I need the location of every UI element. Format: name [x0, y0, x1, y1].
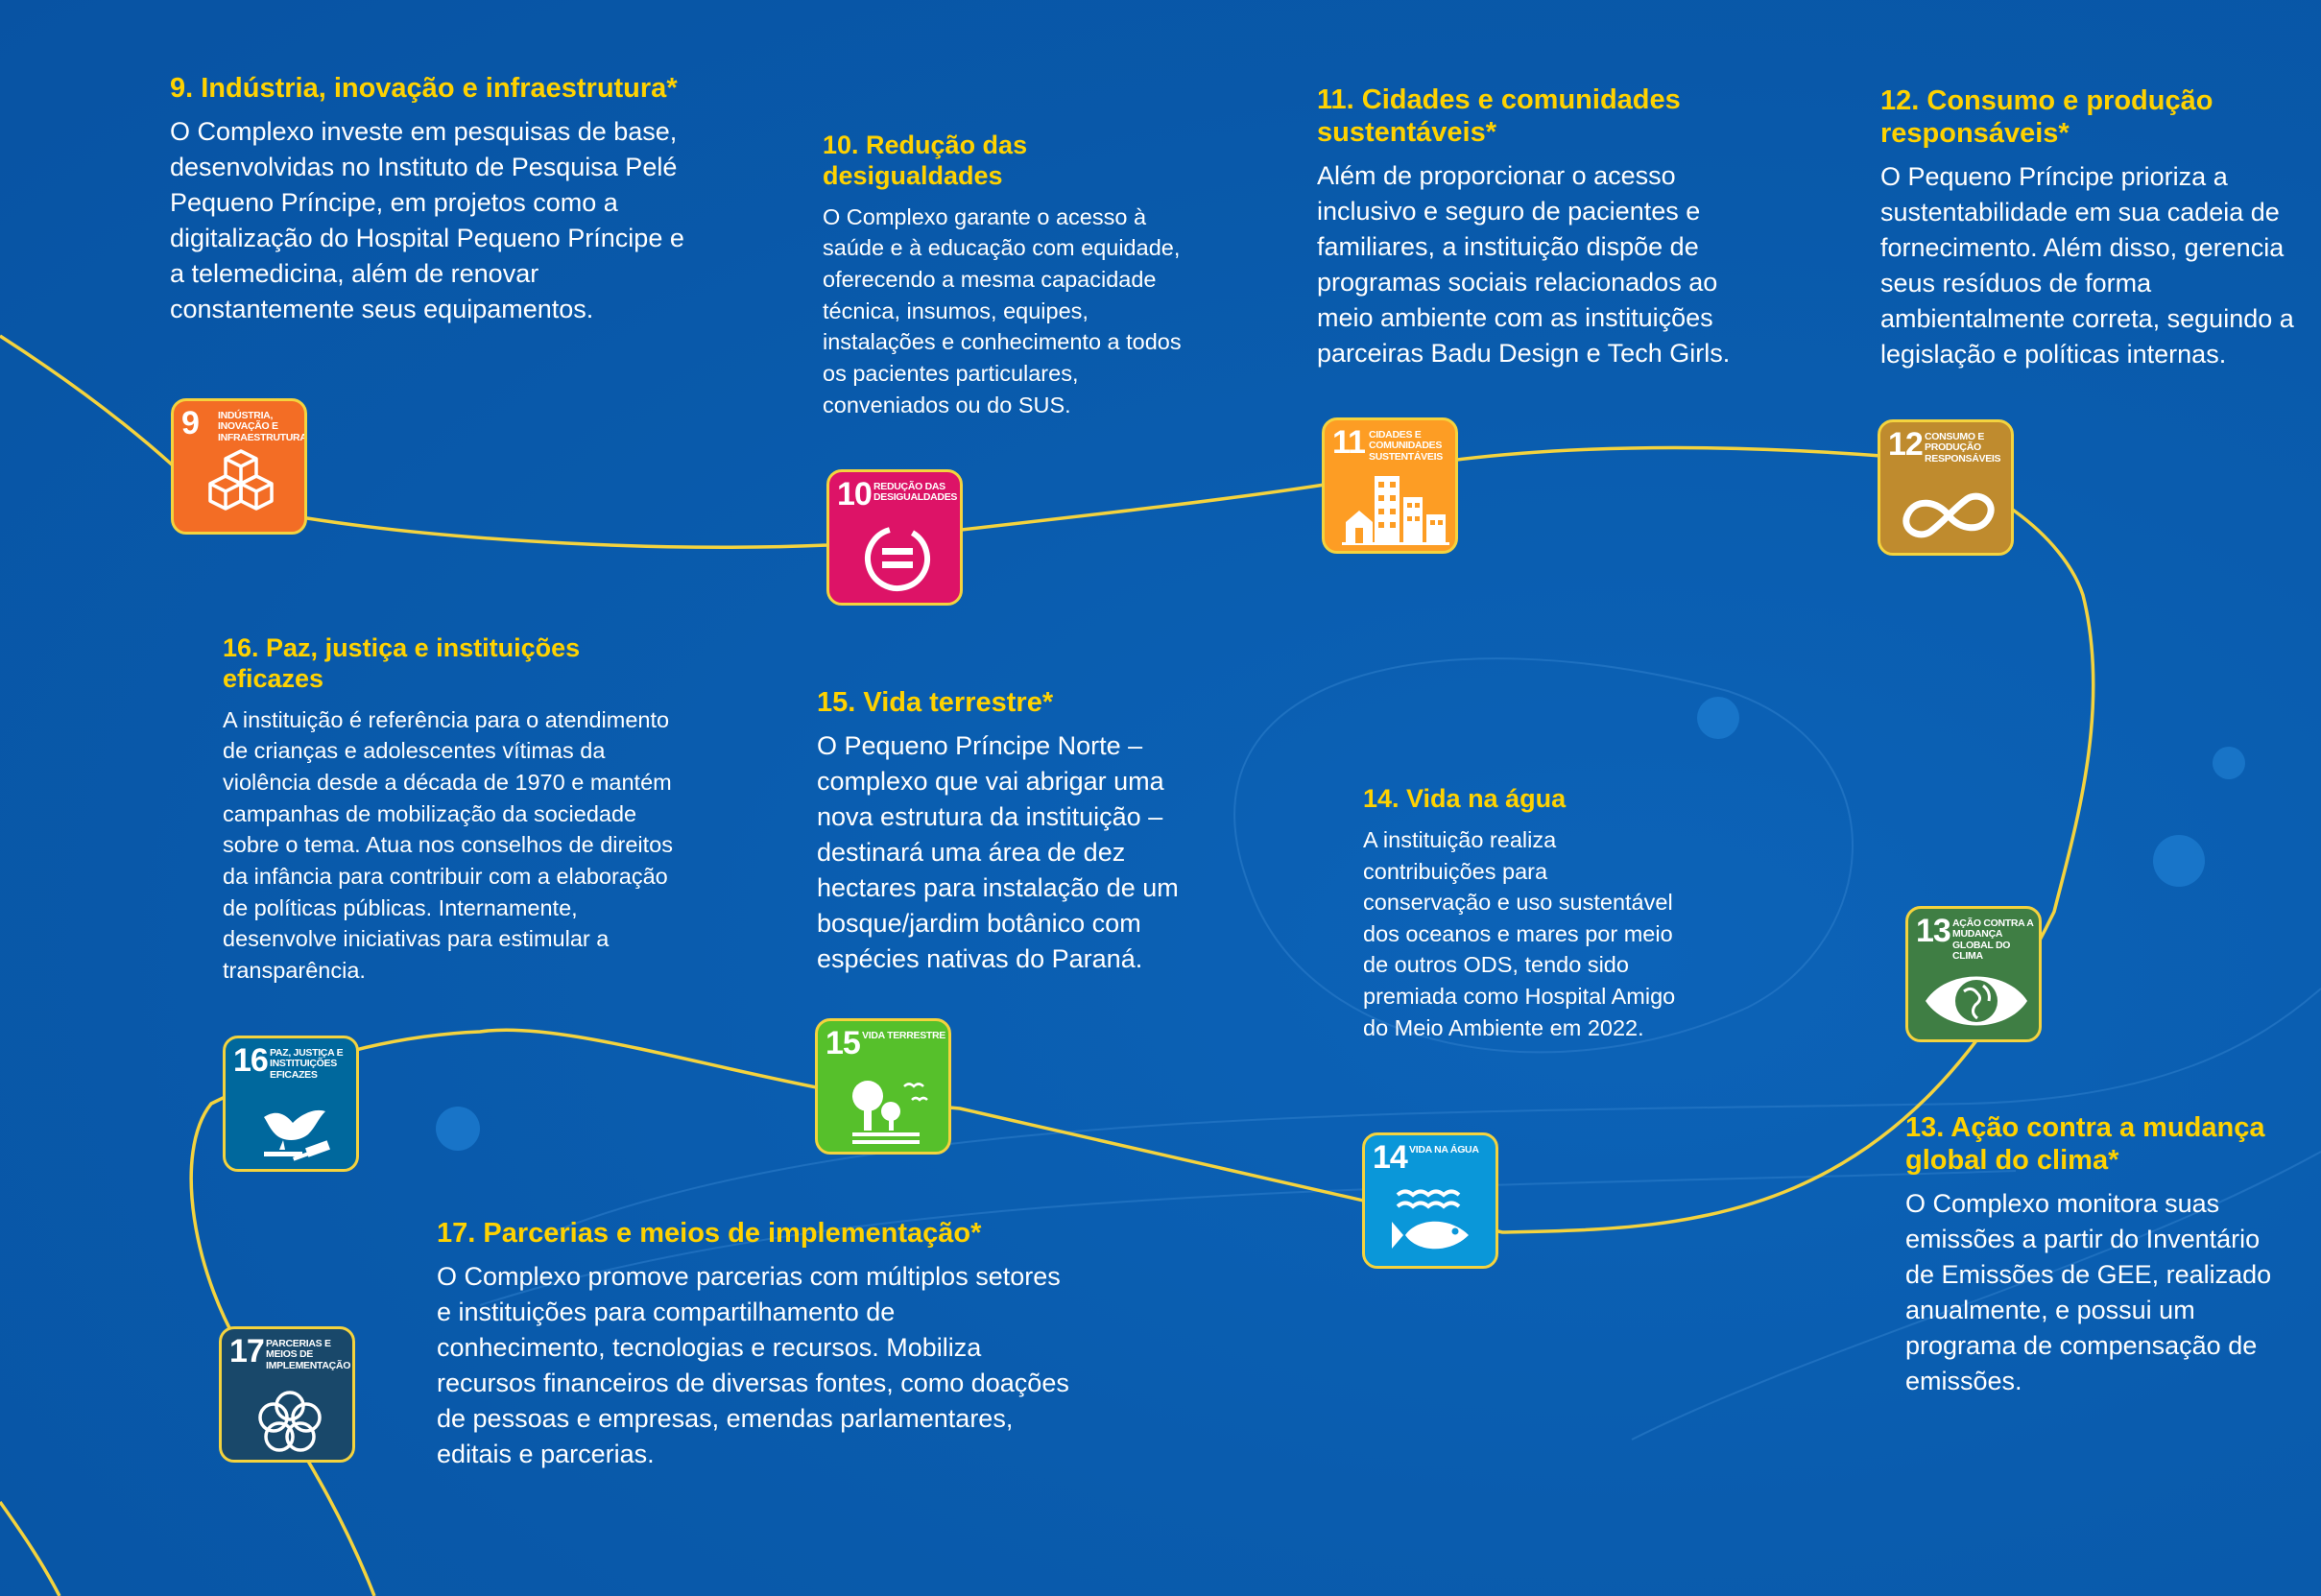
sdg-9-label: Indústria, inovação e infraestrutura [218, 410, 307, 443]
sdg-13-tile: 13 Ação contra a mudança global do clima [1905, 906, 2042, 1042]
sdg-15-tile: 15 Vida terrestre [815, 1018, 951, 1155]
goal-12-body: O Pequeno Príncipe prioriza a sustentabi… [1880, 162, 2294, 369]
goal-11-body: Além de proporcionar o acesso inclusivo … [1317, 161, 1731, 369]
sdg-14-tile: 14 Vida na água [1362, 1132, 1498, 1269]
sdg-16-tile: 16 Paz, justiça e instituições eficazes [223, 1036, 359, 1172]
sdg-11-number: 11 [1332, 424, 1366, 461]
cubes-icon [208, 449, 274, 511]
sdg-17-number: 17 [229, 1333, 265, 1370]
goal-10-body: O Complexo garante o acesso à saúde e à … [823, 203, 1182, 417]
goal-16-text: 16. Paz, justiça e instituições eficazes… [223, 633, 683, 987]
goal-9-text: 9. Indústria, inovação e infraestrutura*… [170, 72, 693, 327]
goal-12-heading: 12. Consumo e produção responsáveis* [1880, 85, 2213, 150]
goal-17-body: O Complexo promove parcerias com múltipl… [437, 1262, 1069, 1469]
rings-icon [258, 1391, 322, 1452]
sdg-14-label: Vida na água [1409, 1144, 1479, 1155]
goal-16-heading: 16. Paz, justiça e instituições eficazes [223, 633, 581, 693]
sdg-12-tile: 12 Consumo e produção responsáveis [1878, 419, 2014, 556]
goal-13-text: 13. Ação contra a mudança global do clim… [1905, 1111, 2280, 1399]
sdg-11-tile: 11 Cidades e comunidades sustentáveis [1322, 417, 1458, 554]
sdg-12-number: 12 [1888, 426, 1924, 463]
goal-15-heading: 15. Vida terrestre* [817, 687, 1054, 718]
sdg-10-number: 10 [837, 476, 873, 512]
sdg-9-number: 9 [181, 405, 200, 441]
goal-16-body: A instituição é referência para o atendi… [223, 706, 673, 983]
dove-gavel-icon [264, 1109, 330, 1161]
goal-11-heading: 11. Cidades e comunidades sustentáveis* [1317, 84, 1681, 149]
goal-14-heading: 14. Vida na água [1363, 784, 1567, 813]
sdg-12-label: Consumo e produção responsáveis [1925, 431, 2001, 465]
tree-icon [852, 1081, 928, 1144]
goal-12-text: 12. Consumo e produção responsáveis* O P… [1880, 84, 2303, 372]
equality-icon [865, 526, 930, 591]
sdg-17-label: Parcerias e meios de implementação [266, 1338, 351, 1371]
sdg-16-label: Paz, justiça e instituições eficazes [270, 1047, 344, 1081]
goal-17-text: 17. Parcerias e meios de implementação* … [437, 1217, 1070, 1472]
infinity-icon [1902, 492, 1995, 538]
sdg-11-label: Cidades e comunidades sustentáveis [1369, 429, 1443, 463]
sdg-9-tile: 9 Indústria, inovação e infraestrutura [171, 398, 307, 535]
goal-10-text: 10. Redução das desigualdades O Complexo… [823, 131, 1202, 420]
goal-15-text: 15. Vida terrestre* O Pequeno Príncipe N… [817, 686, 1201, 977]
goal-11-text: 11. Cidades e comunidades sustentáveis* … [1317, 83, 1759, 371]
eye-globe-icon [1926, 976, 2027, 1026]
goal-9-body: O Complexo investe em pesquisas de base,… [170, 117, 684, 324]
sdg-16-number: 16 [233, 1042, 269, 1079]
goal-13-heading: 13. Ação contra a mudança global do clim… [1905, 1112, 2265, 1177]
goal-10-heading: 10. Redução das desigualdades [823, 131, 1028, 190]
sdg-15-number: 15 [826, 1025, 861, 1061]
goal-14-body: A instituição realiza contribuições para… [1363, 826, 1676, 1040]
sdg-10-tile: 10 Redução das desigualdades [826, 469, 963, 606]
fish-icon [1392, 1189, 1469, 1250]
goal-14-text: 14. Vida na água A instituição realiza c… [1363, 784, 1680, 1043]
city-icon [1342, 476, 1449, 545]
sdg-13-number: 13 [1916, 913, 1951, 949]
sdg-10-label: Redução das desigualdades [873, 481, 958, 504]
goal-13-body: O Complexo monitora suas emissões a part… [1905, 1189, 2272, 1396]
sdg-14-number: 14 [1373, 1139, 1408, 1176]
goal-15-body: O Pequeno Príncipe Norte – complexo que … [817, 731, 1179, 974]
sdg-13-label: Ação contra a mudança global do clima [1952, 917, 2034, 962]
goal-17-heading: 17. Parcerias e meios de implementação* [437, 1218, 982, 1249]
goal-9-heading: 9. Indústria, inovação e infraestrutura* [170, 73, 678, 104]
sdg-15-label: Vida terrestre [862, 1030, 946, 1041]
sdg-17-tile: 17 Parcerias e meios de implementação [219, 1326, 355, 1463]
